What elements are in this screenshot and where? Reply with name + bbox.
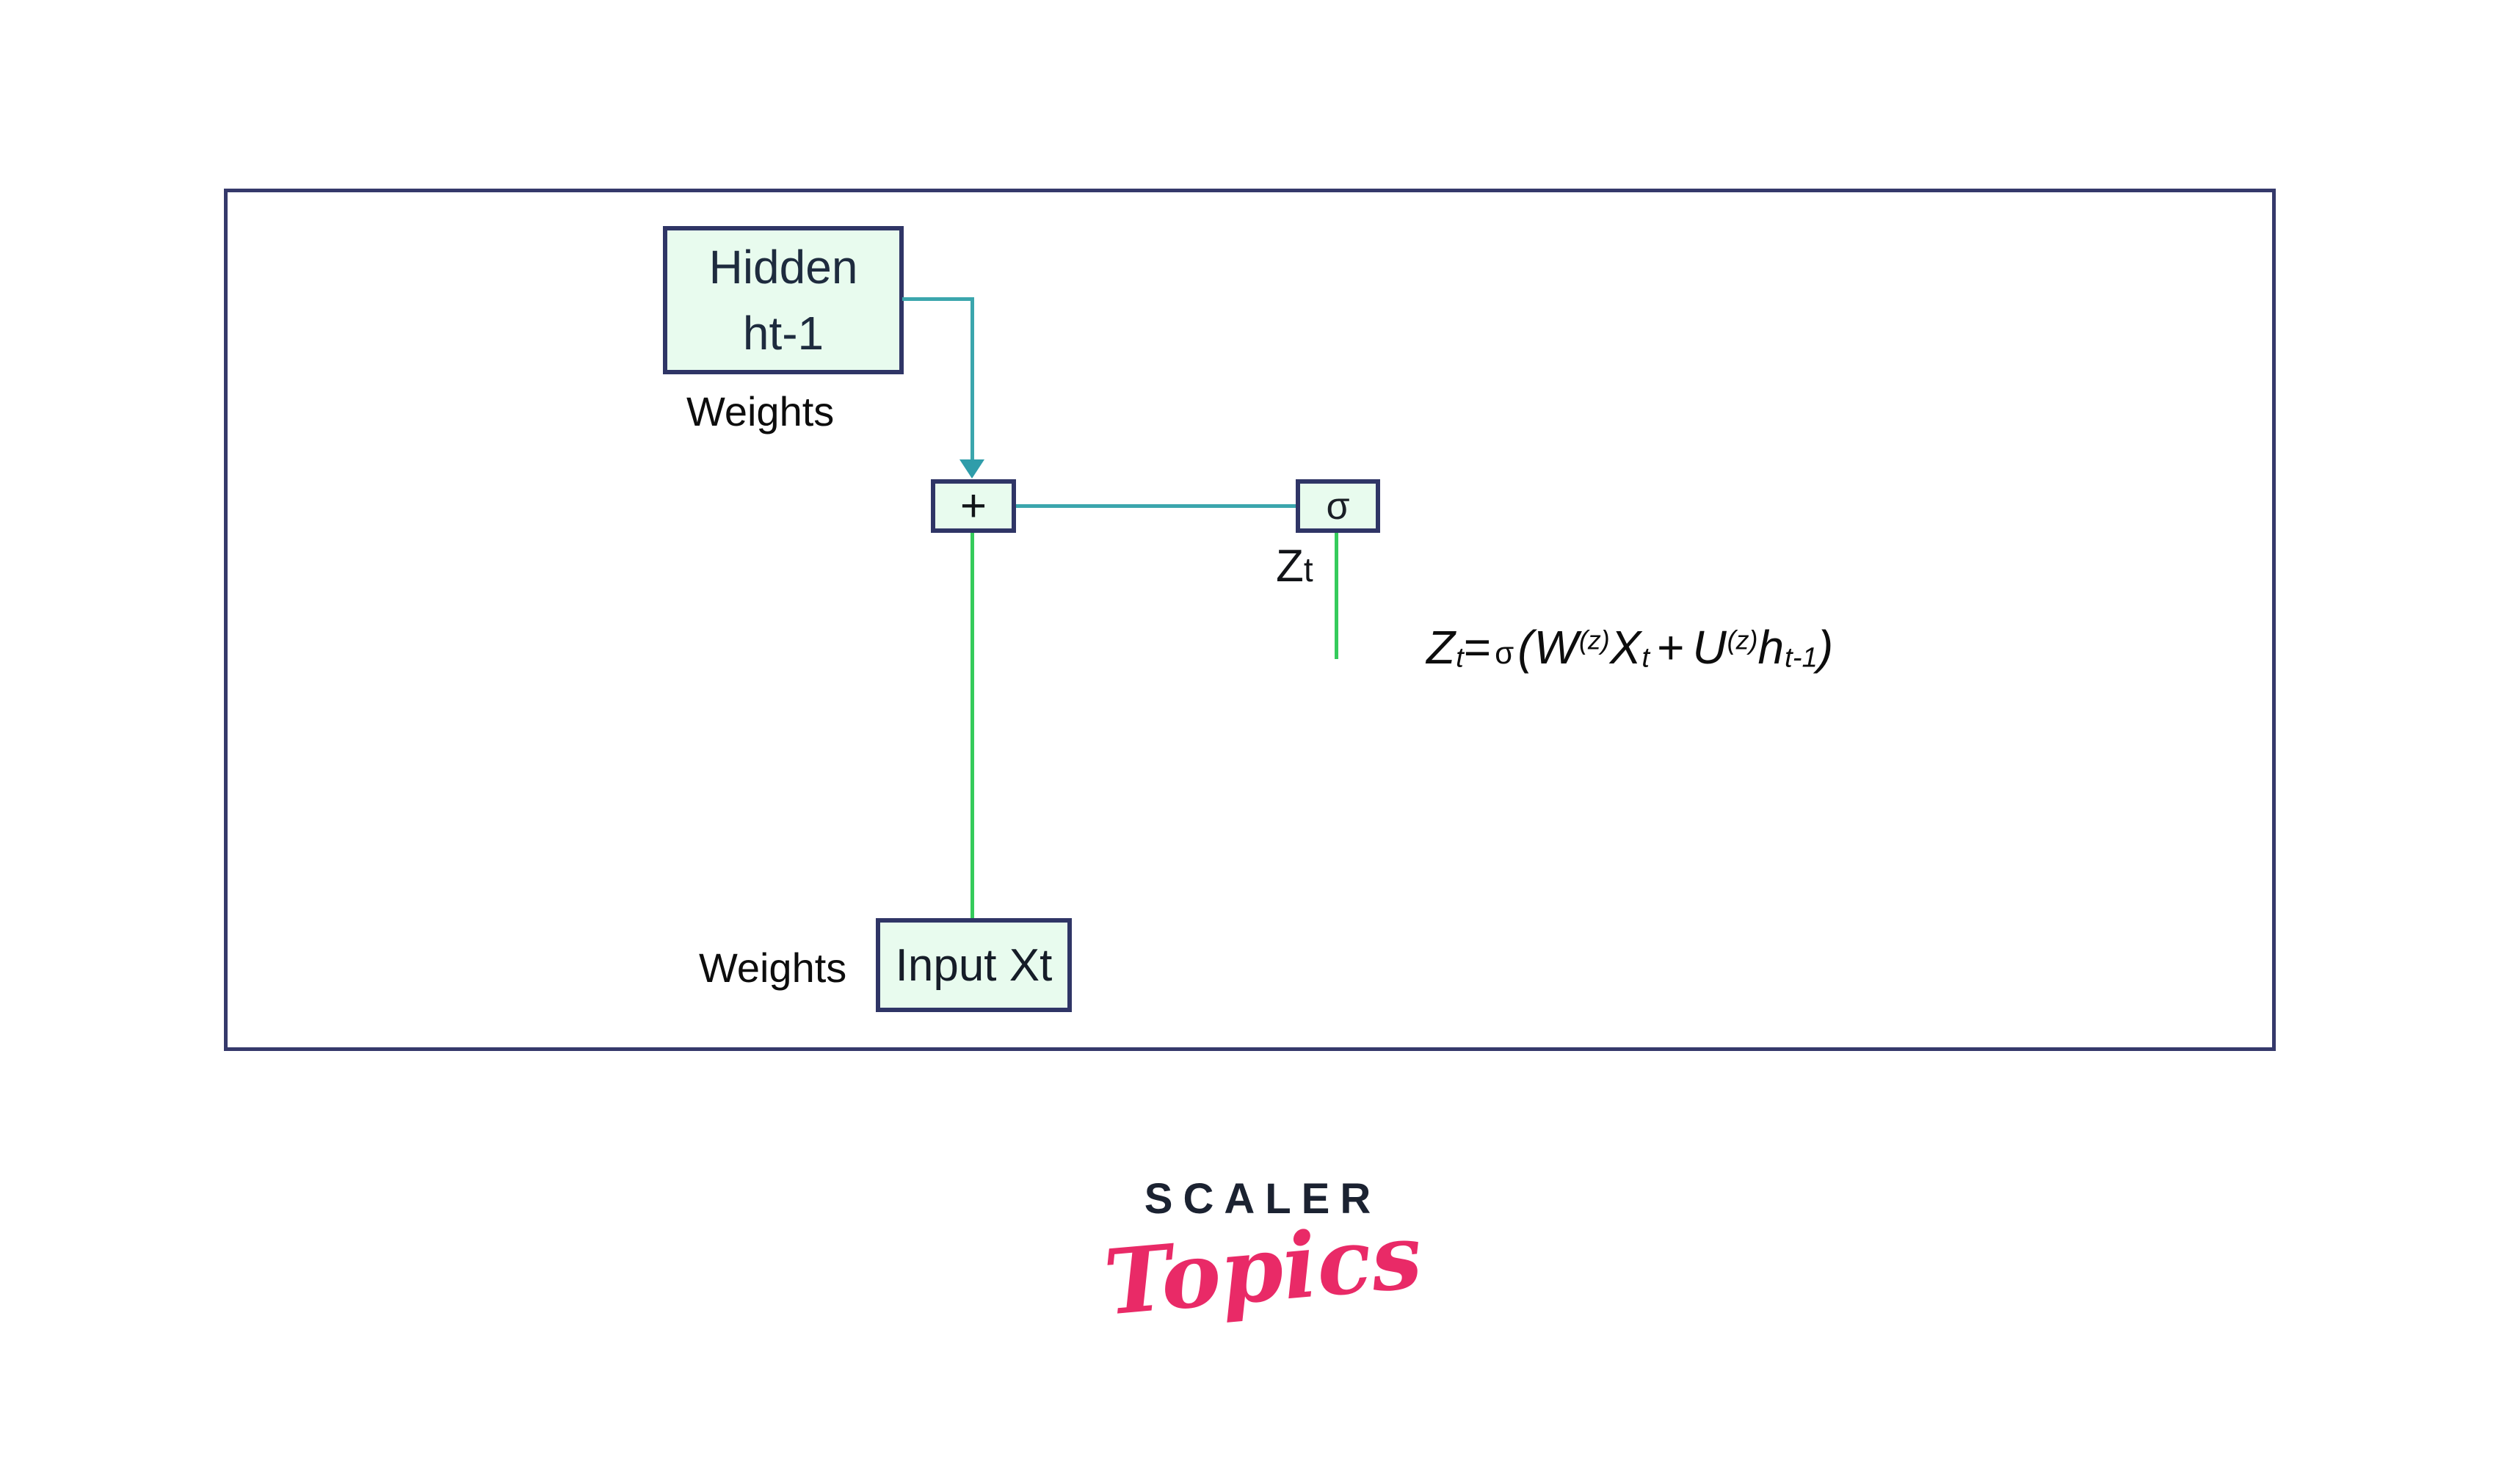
hidden-node-line1: Hidden	[708, 241, 858, 294]
input-node: Input Xt	[876, 918, 1072, 1012]
diagram-frame	[224, 189, 2276, 1051]
formula-sigma: σ	[1495, 636, 1515, 670]
formula-x-sub: t	[1641, 641, 1650, 674]
formula-x: X	[1609, 621, 1642, 674]
sigma-node: σ	[1296, 479, 1380, 533]
connector-sigma-output	[1335, 533, 1338, 659]
connector-plus-to-sigma	[1016, 504, 1296, 508]
hidden-node-line2: ht-1	[742, 307, 824, 360]
zt-label-t: t	[1303, 550, 1313, 589]
zt-output-label: Zt	[1276, 540, 1313, 592]
update-gate-formula: Zt=σ(W(z)Xt+U(z)ht-1)	[1426, 620, 1834, 674]
scaler-topics-logo: SCALER Topics	[1086, 1174, 1439, 1336]
formula-u-sup: (z)	[1727, 625, 1758, 655]
formula-z: Z	[1426, 621, 1456, 674]
formula-u: U	[1692, 621, 1727, 674]
sigma-node-label: σ	[1326, 484, 1350, 528]
formula-w-sup: (z)	[1578, 625, 1610, 655]
formula-w: W	[1534, 621, 1579, 674]
connector-hidden-horizontal	[902, 297, 974, 301]
formula-close-paren: )	[1817, 621, 1835, 674]
formula-plus: +	[1657, 621, 1686, 674]
arrowhead-down-icon	[959, 459, 984, 479]
logo-script-text: Topics	[1100, 1202, 1426, 1336]
weights-label-top: Weights	[686, 388, 835, 434]
formula-h: h	[1757, 621, 1785, 674]
formula-z-sub: t	[1456, 641, 1464, 674]
zt-label-z: Z	[1276, 541, 1304, 592]
sum-node-label: +	[959, 481, 987, 531]
input-node-label: Input Xt	[895, 939, 1053, 991]
formula-equals: =	[1463, 621, 1492, 674]
connector-hidden-vertical	[971, 297, 974, 460]
weights-label-bottom: Weights	[699, 945, 847, 991]
hidden-state-node: Hidden ht-1	[663, 226, 904, 374]
sum-node: +	[931, 479, 1016, 533]
formula-open-paren: (	[1517, 621, 1534, 674]
formula-h-sub: t-1	[1785, 641, 1818, 674]
connector-input-to-plus	[971, 533, 974, 920]
logo-brand-text: SCALER	[1144, 1175, 1382, 1223]
